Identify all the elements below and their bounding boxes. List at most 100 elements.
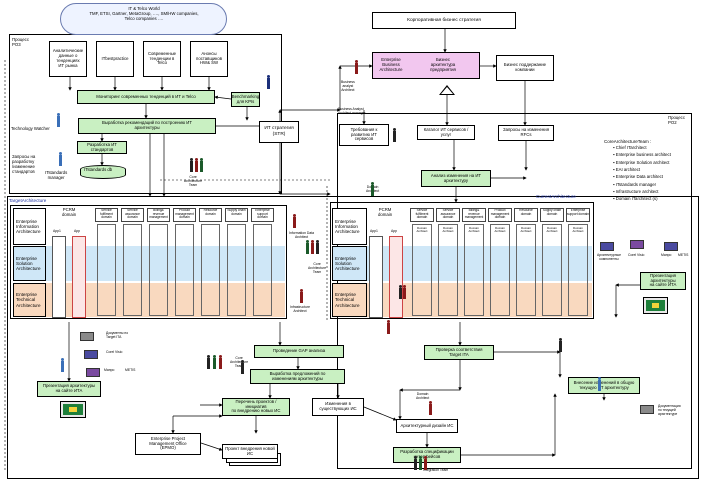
docs-target-label: Документы по Target ITA [106,331,129,339]
current-column-body [464,224,484,316]
target-column-header: Product management domain [173,208,196,222]
core-team-member: ▪ Infrastructure architect [613,188,659,194]
current-column-header: Enterprise support domain [566,208,590,222]
mapro-icon [664,242,678,251]
docs-current-label: Документация по текущей архитектуре [658,404,681,416]
target-column-body [123,224,142,316]
connector-arrow [200,442,223,451]
it-strategy-box: ИТ стратегия (STR) [259,121,299,143]
it-standards-development-box: Разработка ИТ стандартов [77,141,127,154]
person-icon [299,289,304,303]
current-column-body [542,224,562,316]
current-column-header: Supply chain domain [540,208,564,222]
current-app1-label: App1 [370,229,378,233]
recommendations-box: Выработка рекомендаций по построению ИТ … [78,118,216,134]
cloud-text: IT & Telco World TMF, ETSI, Gartner, Met… [89,6,199,21]
current-column-body [568,224,588,316]
itstandards-manager-label: ITstandards manager [45,170,68,180]
arch-components-label: Архитектурные компоненты [597,253,621,261]
initiatives-box: Перечень проектов / инициатив по внедрен… [222,398,290,416]
target-technical-layer: Enterprise Technical Architecture [13,283,46,317]
requirements-box: Требования к развитию ИТ сервисов [339,124,389,146]
integration-team-label: Integration Team [423,468,449,472]
person-icon [558,338,563,352]
core-team-member: ▪ EAI architect [613,166,641,172]
person-icon [56,113,61,127]
person-icon [194,158,199,172]
core-team-member: ▪ Enterprise Data architect [613,174,664,180]
current-app-label: App [391,229,398,233]
person-icon [370,182,375,196]
core-team-title: CoreArchitectureTeam : [604,139,652,144]
process-po3-label: Процесс PO3 [12,37,29,47]
person-icon [58,152,63,166]
target-column-header: Service fulfilment domain [95,208,118,222]
source-market-trends: Аналитические данные о тенденциях ИТ рын… [49,41,87,77]
person-icon [212,355,217,369]
person-icon [305,240,310,254]
metis-label-right: METIS [678,253,689,257]
domain-architect-under-label: Domain Architect [468,226,480,234]
current-architecture-frame [330,202,594,319]
core-team-member: ▪ Chief ITarchitect [613,145,647,150]
corel-visio-label-right: Corel Visio [628,253,645,257]
current-column-header: Billing& revenue management [462,208,486,222]
rfc-requests-box: Запросы на изменения RFCs [498,125,554,141]
person-icon [428,401,433,415]
connector-arrow [363,406,397,421]
document-stack-icon [640,405,654,414]
person-icon [315,240,320,254]
proposals-box: Выработка предложений по изменениям архи… [250,369,345,384]
current-column-header: Service assurance domain [436,208,460,222]
target-app-column [72,236,86,318]
source-vendor-announcements: Анонсы поставщиков HW& SW [190,41,228,77]
business-support-box: Бизнес поддержание компании [496,55,554,81]
current-column-body [412,224,432,316]
target-column-header: Resource domain [199,208,222,222]
target-column-body [201,224,220,316]
monitoring-box: Мониторинг современных тенденций в ИТ и … [77,90,215,104]
document-stack-icon [80,332,94,341]
target-app-label: App [74,229,81,233]
person-icon [189,158,194,172]
component-icon [600,242,614,251]
person-icon [218,355,223,369]
itstandards-db-cylinder [80,165,126,179]
it-analysis-box: Анализ изменения на ИТ архитектуру [421,170,491,187]
current-column-header: Resource domain [514,208,538,222]
corporate-strategy-box: Корпоративная бизнес стратегия [372,12,516,29]
target-architecture-frame [10,205,287,319]
infrastructure-architect-label: Infrastructure Architect [290,305,310,313]
core-team-mid-label: Core Architecture Team [308,262,327,274]
gap-analysis-box: Проведение GAP анализа [254,345,344,358]
domain-architect-under-label: Domain Architect [442,226,454,234]
changes-is-box: Изменения в существующих ИС [312,398,364,416]
target-architecture-title: TargetArchitecture [9,198,47,203]
domain-architect-under-label: Domain Architect [494,226,506,234]
it-telco-cloud [60,3,227,35]
person-icon [354,60,359,74]
technology-watcher-label: Technology Watcher [11,126,50,131]
person-icon [418,456,423,470]
person-icon [386,320,391,334]
process-po2-label: Процесс PO2 [668,115,685,125]
connector-arrow [214,95,232,100]
benchmarking-box: Benchmarking для KPIs [231,92,260,107]
target-app1-label: App1 [53,229,61,233]
target-app1-column [52,236,66,318]
itstandards-db-label: ITstandards db [84,167,113,172]
pmo-box: Enterprise Project Management Office (EP… [135,433,201,455]
domain-architect-under-label: Domain Architect [572,226,584,234]
mapro-label-left: Мапро [104,368,115,372]
information-data-architect-label: Information Data Architect [289,231,315,239]
target-solution-layer: Enterprise Solution Architecture [13,246,46,281]
business-architecture-box: Enterprise Business Architecture Бизнес … [372,52,480,79]
person-icon [266,75,271,89]
business-architect-manager-label: Business Analyst Architect manager [338,107,366,115]
target-column-body [97,224,116,316]
person-icon [206,355,211,369]
person-icon [60,358,65,372]
domain-architect-bottom-label: Domain Architect [416,392,430,400]
inheritance-triangle-inner [441,87,453,94]
